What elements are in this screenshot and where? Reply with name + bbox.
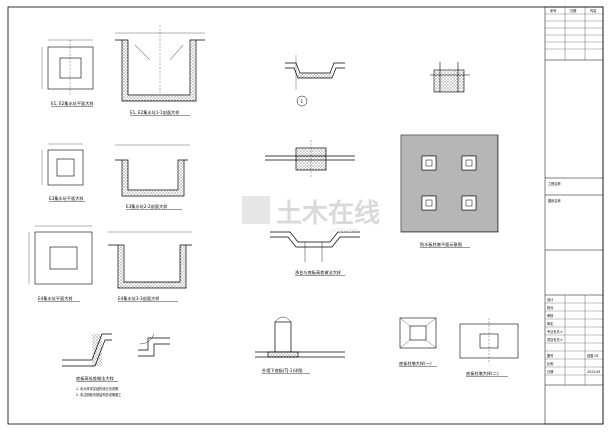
- label-e3-section: E3集水坑2-2剖面大样: [126, 203, 167, 210]
- label-slab-step: 底板高低差做法大样: [76, 375, 114, 382]
- title-block: [544, 6, 604, 425]
- label-e3-plan: E3集水坑平面大样: [49, 195, 84, 202]
- label-e4-section: E4集水坑3-3剖面大样: [118, 295, 159, 302]
- revision-rows: [545, 13, 603, 376]
- watermark-sub: co188.com: [330, 228, 358, 234]
- field-discipline-lead: 专业负责人: [547, 329, 564, 334]
- column-pier-2: [459, 318, 519, 364]
- revision-header-content: 内容: [590, 8, 597, 13]
- field-approver: 审定: [547, 321, 554, 326]
- field-checker: 校对: [547, 305, 554, 310]
- detail-marker-circle: [296, 95, 308, 107]
- label-wall-footing: 外墙下底板(TJ-1)详图: [262, 367, 302, 374]
- field-scale: 比例: [547, 361, 553, 366]
- label-cap-step: 承台与底板高差做法大样: [295, 269, 341, 276]
- note-line-2: 2. 未注明处均按结构总说明施工: [76, 392, 122, 397]
- e4-plan: [28, 225, 93, 285]
- cap-step-detail: [270, 231, 360, 262]
- pile-cap-detail: [265, 140, 355, 178]
- field-reviewer: 审核: [547, 313, 554, 318]
- value-drawing-no: 结施-05: [587, 353, 599, 358]
- column-pier-1: [399, 317, 437, 349]
- label-e4-plan: E4集水坑平面大样: [38, 295, 73, 302]
- watermark: 土木在线 co188.com: [242, 196, 380, 234]
- e3-plan: [41, 143, 84, 186]
- field-drawing-name: 图纸名称: [548, 198, 562, 203]
- e4-section: [108, 231, 192, 289]
- value-date: 2015.09: [587, 370, 600, 374]
- detail-marker-number: 1: [301, 99, 304, 104]
- field-project-lead: 项目负责人: [547, 337, 564, 342]
- field-date: 日期: [547, 369, 553, 374]
- watermark-text: 土木在线: [276, 199, 380, 229]
- label-waterproof-plan: 防水板柱墩平面示意图: [420, 241, 462, 248]
- revision-header-no: 序号: [550, 8, 556, 13]
- e1e2-section: [115, 25, 205, 102]
- slab-step-detail: [62, 333, 170, 367]
- e1e2-plan: [41, 39, 94, 95]
- small-column-detail: [430, 62, 470, 93]
- field-designer: 设计: [547, 297, 554, 302]
- field-drawing-no: 图号: [547, 353, 553, 358]
- label-e1e2-plan: E1, E2集水坑平面大样: [51, 100, 94, 107]
- label-pier-2: 底板柱墩大样(二): [466, 370, 499, 377]
- detail-1: [285, 55, 345, 90]
- waterproof-slab-plan: [400, 134, 499, 233]
- wall-footing-detail: [255, 316, 345, 358]
- revision-header-date: 日期: [570, 8, 576, 13]
- field-project-name: 工程名称: [548, 181, 562, 186]
- note-line-1: 1. 本大样详见结构设计总说明: [76, 386, 118, 391]
- label-pier-1: 底板柱墩大样(一): [399, 360, 432, 367]
- e3-section: [115, 144, 190, 197]
- label-e1e2-section: E1, E2集水坑1-1剖面大样: [130, 109, 179, 116]
